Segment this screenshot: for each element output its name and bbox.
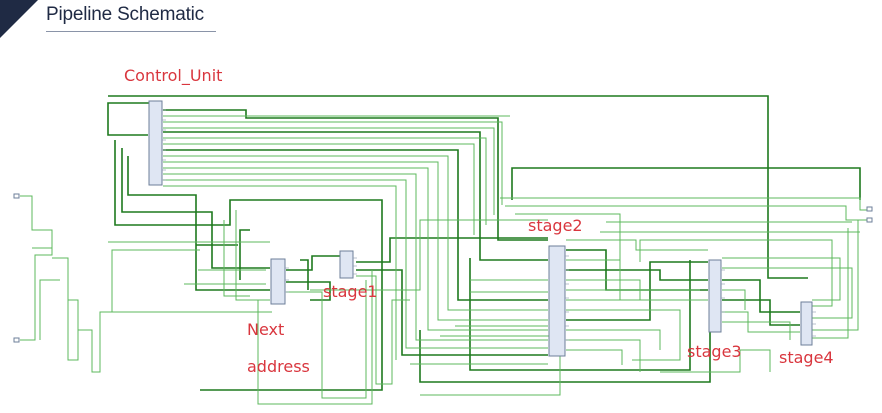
wire-group-dark	[107, 95, 861, 391]
label-next: Next	[247, 320, 285, 339]
label-stage1: stage1	[323, 282, 378, 301]
block-stage1[interactable]	[339, 250, 357, 279]
label-control-unit: Control_Unit	[124, 66, 223, 85]
label-address: address	[247, 357, 310, 376]
page-title: Pipeline Schematic	[46, 4, 204, 25]
label-stage4: stage4	[779, 348, 834, 367]
block-control-unit[interactable]	[148, 100, 166, 186]
wire-group-light	[20, 115, 870, 405]
title-underline	[46, 31, 216, 32]
label-stage3: stage3	[687, 342, 742, 361]
block-stage4[interactable]	[800, 301, 816, 346]
block-stage3[interactable]	[708, 259, 725, 333]
io-ports	[13, 193, 873, 343]
block-stage2[interactable]	[548, 245, 569, 357]
block-next-address[interactable]	[270, 258, 289, 305]
header-corner-accent	[0, 0, 38, 38]
label-stage2: stage2	[528, 216, 583, 235]
